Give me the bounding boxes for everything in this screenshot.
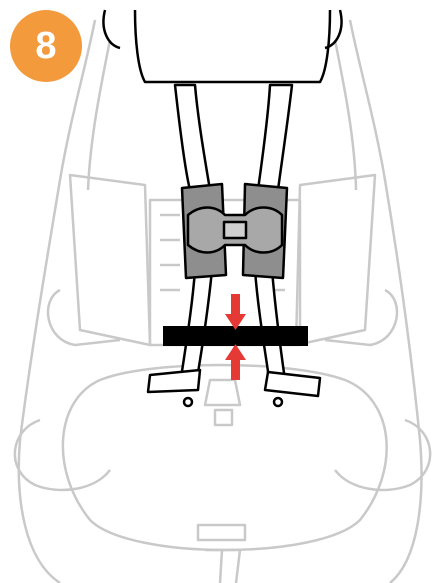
step-number-badge: 8 <box>10 10 82 82</box>
step-number: 8 <box>35 25 56 68</box>
headrest <box>103 10 341 82</box>
chest-clip <box>182 184 287 278</box>
seat-shell <box>15 20 430 583</box>
